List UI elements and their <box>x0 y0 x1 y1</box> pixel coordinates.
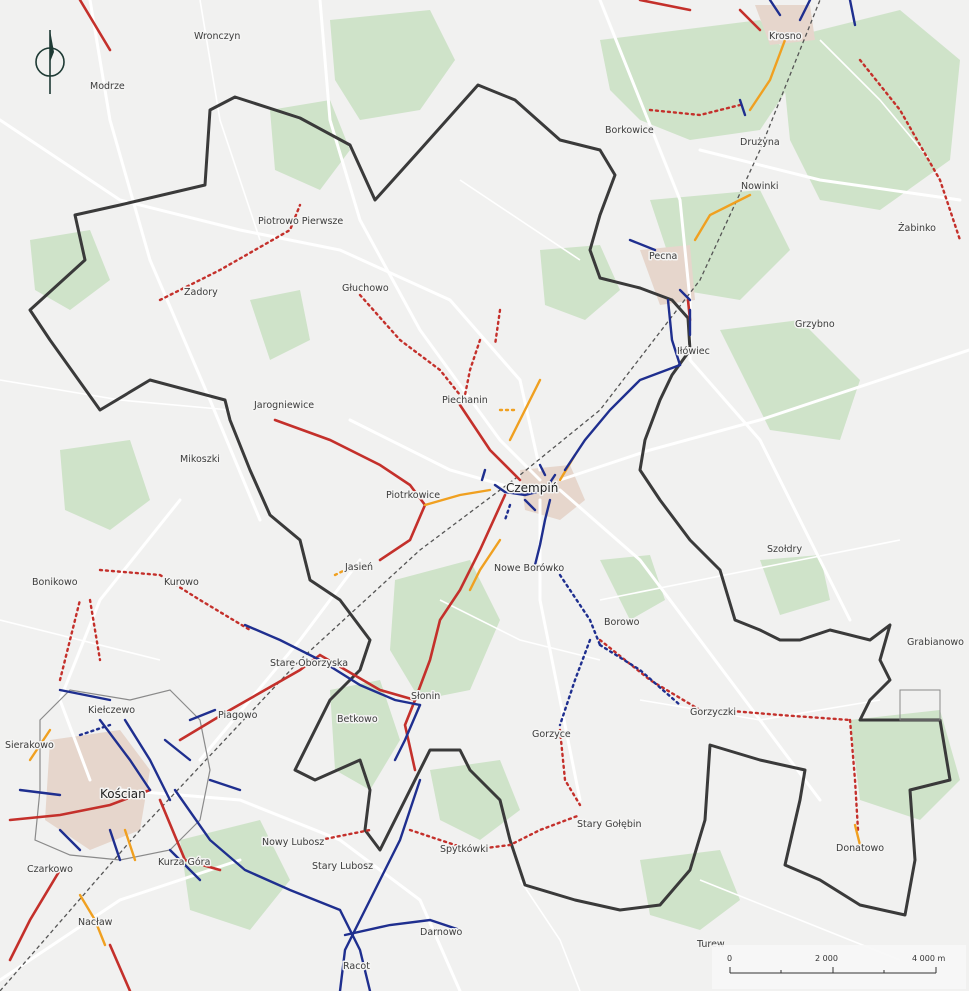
place-label: Pecna <box>649 251 677 262</box>
place-label: Szołdry <box>767 544 802 555</box>
place-label: Kiełczewo <box>88 705 135 716</box>
blue-dotted-routes <box>78 503 682 737</box>
place-label: Żabinko <box>898 223 936 234</box>
place-label: Czarkowo <box>27 864 73 875</box>
place-label: Krosno <box>769 31 802 42</box>
place-label: Nowe Borówko <box>494 563 564 574</box>
place-label: Betkowo <box>337 714 378 725</box>
place-label-major: Kościan <box>100 787 146 801</box>
place-label: Słonin <box>411 691 440 702</box>
place-label: Modrze <box>90 81 125 92</box>
minor-roads <box>0 0 931 991</box>
place-label: Donatowo <box>836 843 884 854</box>
place-label: Nowy Lubosz <box>262 837 324 848</box>
gmina-boundary <box>28 83 952 917</box>
place-label: Nacław <box>78 917 113 928</box>
red-routes <box>8 0 762 991</box>
scale-label-2000: 2 000 <box>815 954 838 963</box>
place-label: Borowo <box>604 617 640 628</box>
place-label: Grabianowo <box>907 637 964 648</box>
place-label: Racot <box>343 961 370 972</box>
place-label: Spytkówki <box>440 844 488 855</box>
place-label: Mikoszki <box>180 454 220 465</box>
place-label: Gorzyczki <box>690 707 736 718</box>
blue-routes <box>18 0 857 991</box>
place-label: Kurowo <box>164 577 199 588</box>
place-label: Sierakowo <box>5 740 54 751</box>
place-label: Borkowice <box>605 125 654 136</box>
place-label: Drużyna <box>740 137 780 148</box>
place-label: Piotrkowice <box>386 490 440 501</box>
place-label: Zadory <box>184 287 218 298</box>
place-label: Stare Oborzyska <box>270 658 348 669</box>
place-label: Głuchowo <box>342 283 389 294</box>
place-label: Iłówiec <box>677 346 710 357</box>
place-label: Piechanin <box>442 395 488 406</box>
place-label: Jasień <box>344 562 373 573</box>
neighbour-boundary <box>899 689 941 721</box>
north-arrow-icon <box>35 30 65 94</box>
place-labels: Wronczyn Modrze Krosno Borkowice Drużyna… <box>4 30 966 974</box>
scale-label-4000: 4 000 m <box>912 954 945 963</box>
place-label: Gorzyce <box>532 729 571 740</box>
scale-label-0: 0 <box>727 954 732 963</box>
orange-dotted-routes <box>333 408 517 577</box>
kościan-boundary <box>34 689 211 861</box>
place-label: Darnowo <box>420 927 462 938</box>
place-label: Grzybno <box>795 319 835 330</box>
place-label: Bonikowo <box>32 577 78 588</box>
built-up-areas <box>45 5 815 850</box>
place-label: Kurza Góra <box>158 857 210 868</box>
orange-routes <box>28 38 862 947</box>
red-dotted-routes <box>58 58 962 852</box>
place-label: Piotrowo Pierwsze <box>258 216 343 227</box>
place-label: Piagowo <box>218 710 258 721</box>
place-label-major: Czempiń <box>506 481 558 495</box>
scale-bar: 0 2 000 4 000 m <box>712 945 966 989</box>
place-label: Stary Gołębin <box>577 819 642 830</box>
place-label: Nowinki <box>741 181 779 192</box>
place-label: Wronczyn <box>194 31 240 42</box>
place-label: Stary Lubosz <box>312 861 373 872</box>
place-label: Jarogniewice <box>253 400 314 411</box>
